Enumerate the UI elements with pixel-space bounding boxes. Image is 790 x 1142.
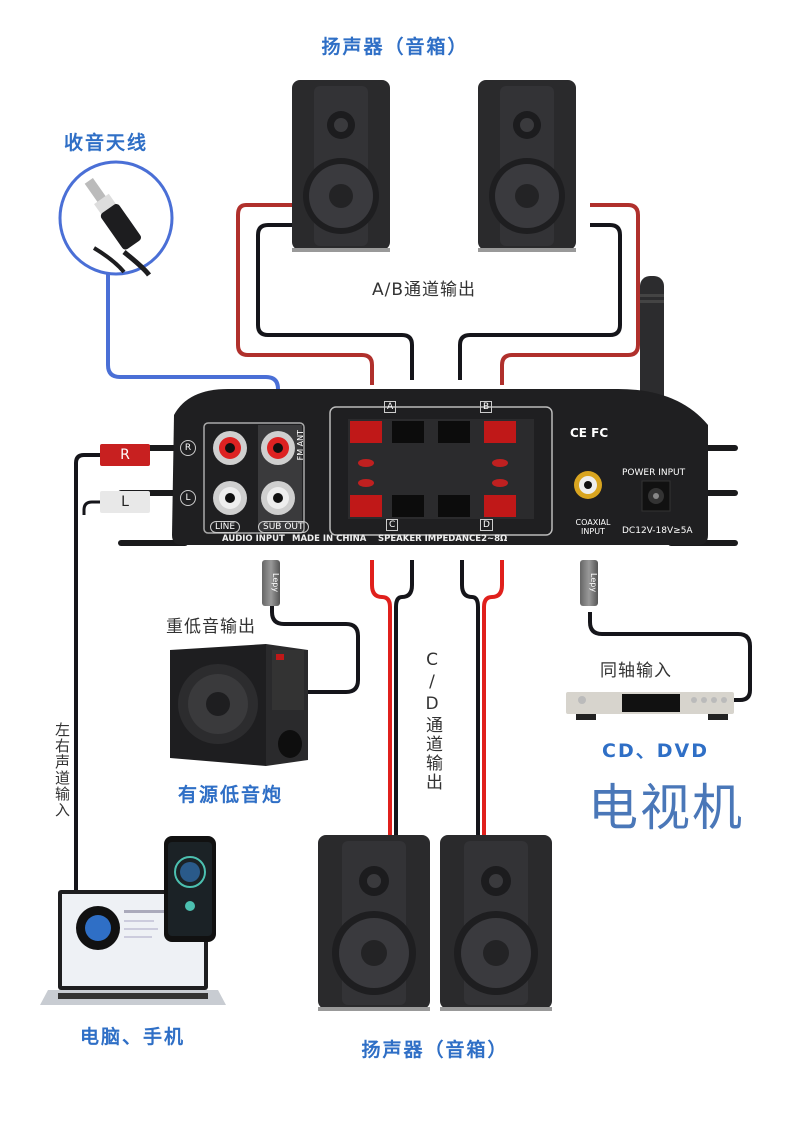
fm-ant-label: FM ANT bbox=[296, 430, 305, 461]
wire-sub bbox=[270, 605, 360, 694]
wire-d-red bbox=[482, 560, 504, 835]
jack-l-marker: L bbox=[180, 490, 196, 506]
channel-c-label: C bbox=[386, 519, 399, 531]
line-label: LINE bbox=[210, 521, 241, 533]
wire-c-red bbox=[370, 560, 392, 835]
antenna-plug-circle bbox=[58, 160, 174, 277]
wire-a-black bbox=[256, 223, 414, 380]
coaxial-label-line1: COAXIAL bbox=[575, 518, 611, 527]
made-in-china-label: MADE IN CHINA bbox=[292, 534, 367, 544]
sub-rca-plug: Lepy bbox=[262, 560, 280, 606]
antenna-label: 收音天线 bbox=[64, 132, 149, 154]
cd-dvd-label: CD、DVD bbox=[602, 740, 709, 762]
wire-b-red bbox=[500, 203, 640, 385]
pc-phone-label: 电脑、手机 bbox=[80, 1026, 186, 1048]
wire-d-black bbox=[460, 560, 480, 835]
wire-c-black bbox=[394, 560, 414, 835]
cd-output-label: C/D通道输出 bbox=[422, 650, 442, 792]
power-spec-label: DC12V-18V≥5A bbox=[622, 526, 693, 536]
cd-dvd-player-image bbox=[566, 692, 734, 720]
ce-fc-cert: CE FC bbox=[570, 426, 609, 440]
tv-label: 电视机 bbox=[588, 779, 744, 837]
wire-a-red bbox=[236, 203, 374, 385]
speaker-bottom-left bbox=[318, 835, 430, 1011]
speaker-impedance-label: SPEAKER IMPEDANCE2~8Ω bbox=[378, 534, 508, 544]
channel-b-label: B bbox=[480, 401, 493, 413]
subwoofer-image bbox=[170, 644, 308, 766]
audio-input-label: AUDIO INPUT bbox=[222, 534, 285, 544]
sub-output-label: 重低音输出 bbox=[166, 617, 256, 637]
sub-out-label: SUB OUT bbox=[258, 521, 309, 533]
coax-rca-plug: Lepy bbox=[580, 560, 598, 606]
coaxial-label: COAXIAL INPUT bbox=[571, 518, 615, 536]
amplifier-rear-panel bbox=[118, 389, 738, 546]
speakers-top-label: 扬声器（音箱） bbox=[321, 36, 469, 58]
laptop-phone-image bbox=[40, 836, 226, 1005]
speakers-bottom-label: 扬声器（音箱） bbox=[361, 1039, 509, 1061]
speaker-top-left bbox=[292, 80, 390, 252]
rca-plug-r: R bbox=[100, 444, 150, 466]
wire-lr-l bbox=[82, 500, 100, 515]
coaxial-label-line2: INPUT bbox=[581, 527, 605, 536]
channel-d-label: D bbox=[480, 519, 493, 531]
wire-b-black bbox=[458, 223, 622, 380]
ab-output-label: A/B通道输出 bbox=[372, 280, 477, 300]
wire-coax bbox=[588, 612, 752, 702]
rca-plug-l: L bbox=[100, 491, 150, 513]
wire-lr-r bbox=[74, 453, 100, 890]
channel-a-label: A bbox=[384, 401, 397, 413]
speaker-bottom-right bbox=[440, 835, 552, 1011]
power-input-label: POWER INPUT bbox=[622, 468, 686, 478]
wire-antenna bbox=[106, 272, 280, 440]
speaker-top-right bbox=[478, 80, 576, 252]
jack-r-marker: R bbox=[180, 440, 196, 456]
lr-input-label: 左右声道输入 bbox=[53, 722, 71, 818]
subwoofer-label: 有源低音炮 bbox=[178, 784, 284, 806]
coax-input-label: 同轴输入 bbox=[600, 661, 672, 681]
